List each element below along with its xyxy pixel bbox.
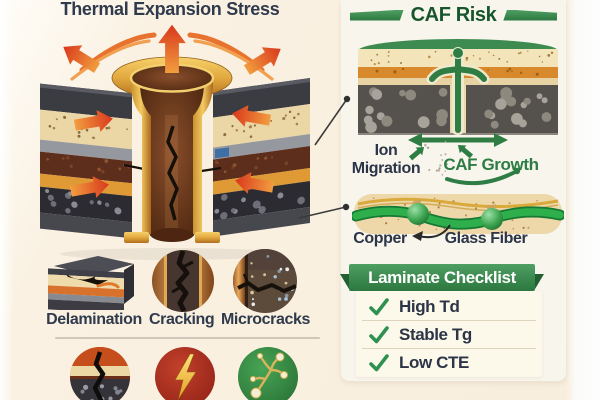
left-white-margin xyxy=(0,0,14,400)
checklist-row-high-td: High Td xyxy=(362,293,536,321)
glass-fiber-label: Glass Fiber xyxy=(444,230,528,247)
copper-sphere xyxy=(407,203,429,225)
banner-bar-right xyxy=(503,9,557,21)
right-white-margin xyxy=(566,0,600,400)
barrel-crack-icon xyxy=(152,250,214,312)
expansion-arrows xyxy=(57,24,287,203)
thumb-label-delamination: Delamination xyxy=(46,311,142,328)
checkmark-icon xyxy=(369,325,389,343)
microcracks-icon xyxy=(233,249,297,313)
banner-bar-left xyxy=(350,9,404,21)
thermal-expansion-illustration xyxy=(40,24,310,260)
thumb-label-cracking: Cracking xyxy=(149,311,215,328)
caf-risk-banner: CAF Risk xyxy=(341,3,566,27)
checkmark-icon xyxy=(369,353,389,371)
caf-growth-accents xyxy=(407,140,521,186)
layer-crack-icon xyxy=(70,347,130,400)
glass-fiber-illustration xyxy=(352,194,564,234)
checklist-item-label: Stable Tg xyxy=(399,324,472,344)
barrel-crack xyxy=(166,125,179,221)
caf-growth-label: CAF Growth xyxy=(443,155,539,174)
ion-migration-arrow-icon xyxy=(408,133,508,147)
laminate-checklist-title: Laminate Checklist xyxy=(368,267,516,287)
checklist-row-stable-tg: Stable Tg xyxy=(362,321,536,349)
pcb-right-stack xyxy=(213,77,310,237)
laminate-checklist-banner: Laminate Checklist xyxy=(340,264,544,291)
ion-migration-label: Ion Migration xyxy=(351,142,421,177)
copper-via-barrel xyxy=(111,56,233,243)
checkmark-icon xyxy=(369,297,389,315)
lightning-icon xyxy=(155,347,215,400)
delamination-stack-icon xyxy=(48,256,134,310)
pcb-left-stack xyxy=(40,83,132,239)
copper-label: Copper xyxy=(353,230,407,247)
copper-sphere xyxy=(481,208,503,230)
caf-cross-section-illustration xyxy=(358,39,558,147)
section-divider xyxy=(55,337,320,339)
copper-pointer-arrow-icon xyxy=(412,224,451,241)
checklist-item-label: Low CTE xyxy=(399,352,469,372)
laminate-checklist: High Td Stable Tg Low CTE xyxy=(356,291,542,377)
dendrite-molecule-icon xyxy=(238,347,298,400)
caf-filament xyxy=(426,47,490,135)
page-title: Thermal Expansion Stress xyxy=(60,0,280,19)
thumb-label-microcracks: Microcracks xyxy=(221,311,310,328)
checklist-item-label: High Td xyxy=(399,296,460,316)
caf-risk-title: CAF Risk xyxy=(410,3,497,26)
checklist-row-low-cte: Low CTE xyxy=(362,349,536,376)
